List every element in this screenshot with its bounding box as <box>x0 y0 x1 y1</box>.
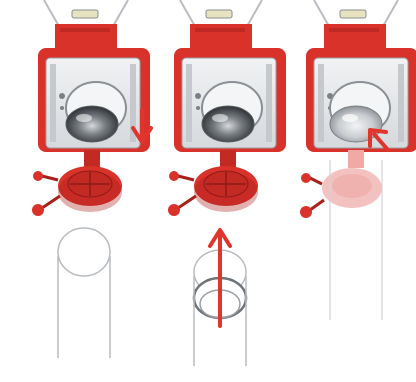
lens-opening <box>202 106 254 142</box>
mount-disk <box>322 168 382 208</box>
stem <box>348 150 364 168</box>
upper-bracket <box>190 24 252 48</box>
top-cap <box>340 10 366 18</box>
cable-right <box>112 0 128 28</box>
top-cap <box>72 10 98 18</box>
stem <box>220 150 236 168</box>
panel-1-insert <box>32 0 151 358</box>
cable-left <box>180 0 196 28</box>
cable-right <box>382 0 398 28</box>
lower-tube <box>58 228 110 358</box>
side-knobs <box>32 171 60 216</box>
top-cap <box>206 10 232 18</box>
cable-right <box>246 0 262 28</box>
mount-disk <box>58 166 122 212</box>
cable-left <box>44 0 60 28</box>
stem <box>84 150 100 168</box>
lens-opening <box>66 106 118 142</box>
panel-2-raise <box>168 0 286 366</box>
upper-bracket <box>55 24 117 48</box>
panel-3-released <box>300 0 416 320</box>
cable-left <box>314 0 330 28</box>
mount-disk <box>194 166 258 212</box>
upper-bracket <box>324 24 386 48</box>
side-knobs <box>168 171 196 216</box>
side-knobs <box>300 173 324 218</box>
